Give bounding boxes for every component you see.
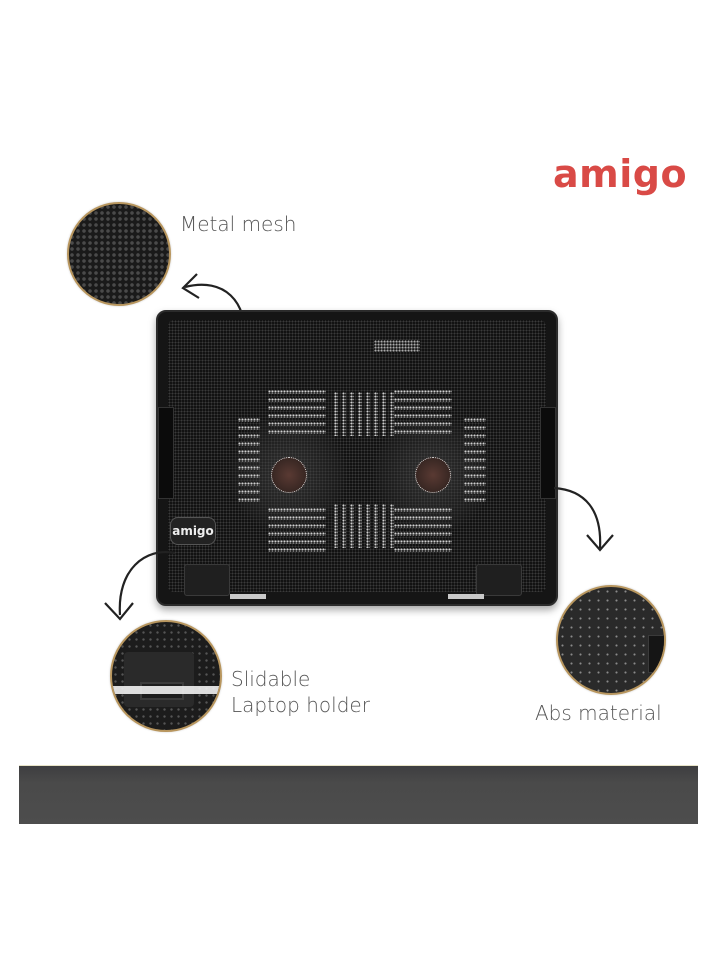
vent-grille-bottom-left (268, 508, 326, 556)
vent-grille-far-right (464, 418, 486, 506)
curved-arrow-icon (104, 550, 176, 621)
vent-grille-bottom-right (394, 508, 452, 556)
abs-material-label: Abs material (535, 701, 662, 725)
slidable-holder-label-line1: Slidable (231, 667, 311, 691)
right-holder-clip (476, 564, 522, 596)
metal-mesh-closeup-image (67, 202, 171, 306)
fan-hub (415, 457, 451, 493)
brand-logo: amigo (553, 152, 688, 196)
fan-hub (271, 457, 307, 493)
left-holder-clip (184, 564, 230, 596)
vent-grille-center-bottom (334, 504, 394, 548)
vent-grille-top-right (394, 390, 452, 438)
left-side-slot (158, 407, 174, 499)
bottom-decorative-bar (19, 765, 698, 824)
slidable-holder-closeup-image (110, 620, 222, 732)
product-brand-badge: amigo (170, 517, 216, 545)
cooling-pad-product-image (156, 310, 558, 606)
vent-grille-top-left (268, 390, 326, 438)
usb-port-area (374, 340, 420, 352)
metal-mesh-label: Metal mesh (180, 212, 297, 236)
right-rail (448, 594, 484, 599)
right-side-slot (540, 407, 556, 499)
curved-arrow-icon (553, 486, 614, 552)
slidable-holder-label-line2: Laptop holder (231, 693, 370, 717)
abs-edge-detail (648, 635, 664, 673)
abs-material-closeup-image (556, 585, 666, 695)
holder-rail (112, 686, 220, 694)
vent-grille-center-top (334, 392, 394, 436)
left-rail (230, 594, 266, 599)
vent-grille-far-left (238, 418, 260, 506)
